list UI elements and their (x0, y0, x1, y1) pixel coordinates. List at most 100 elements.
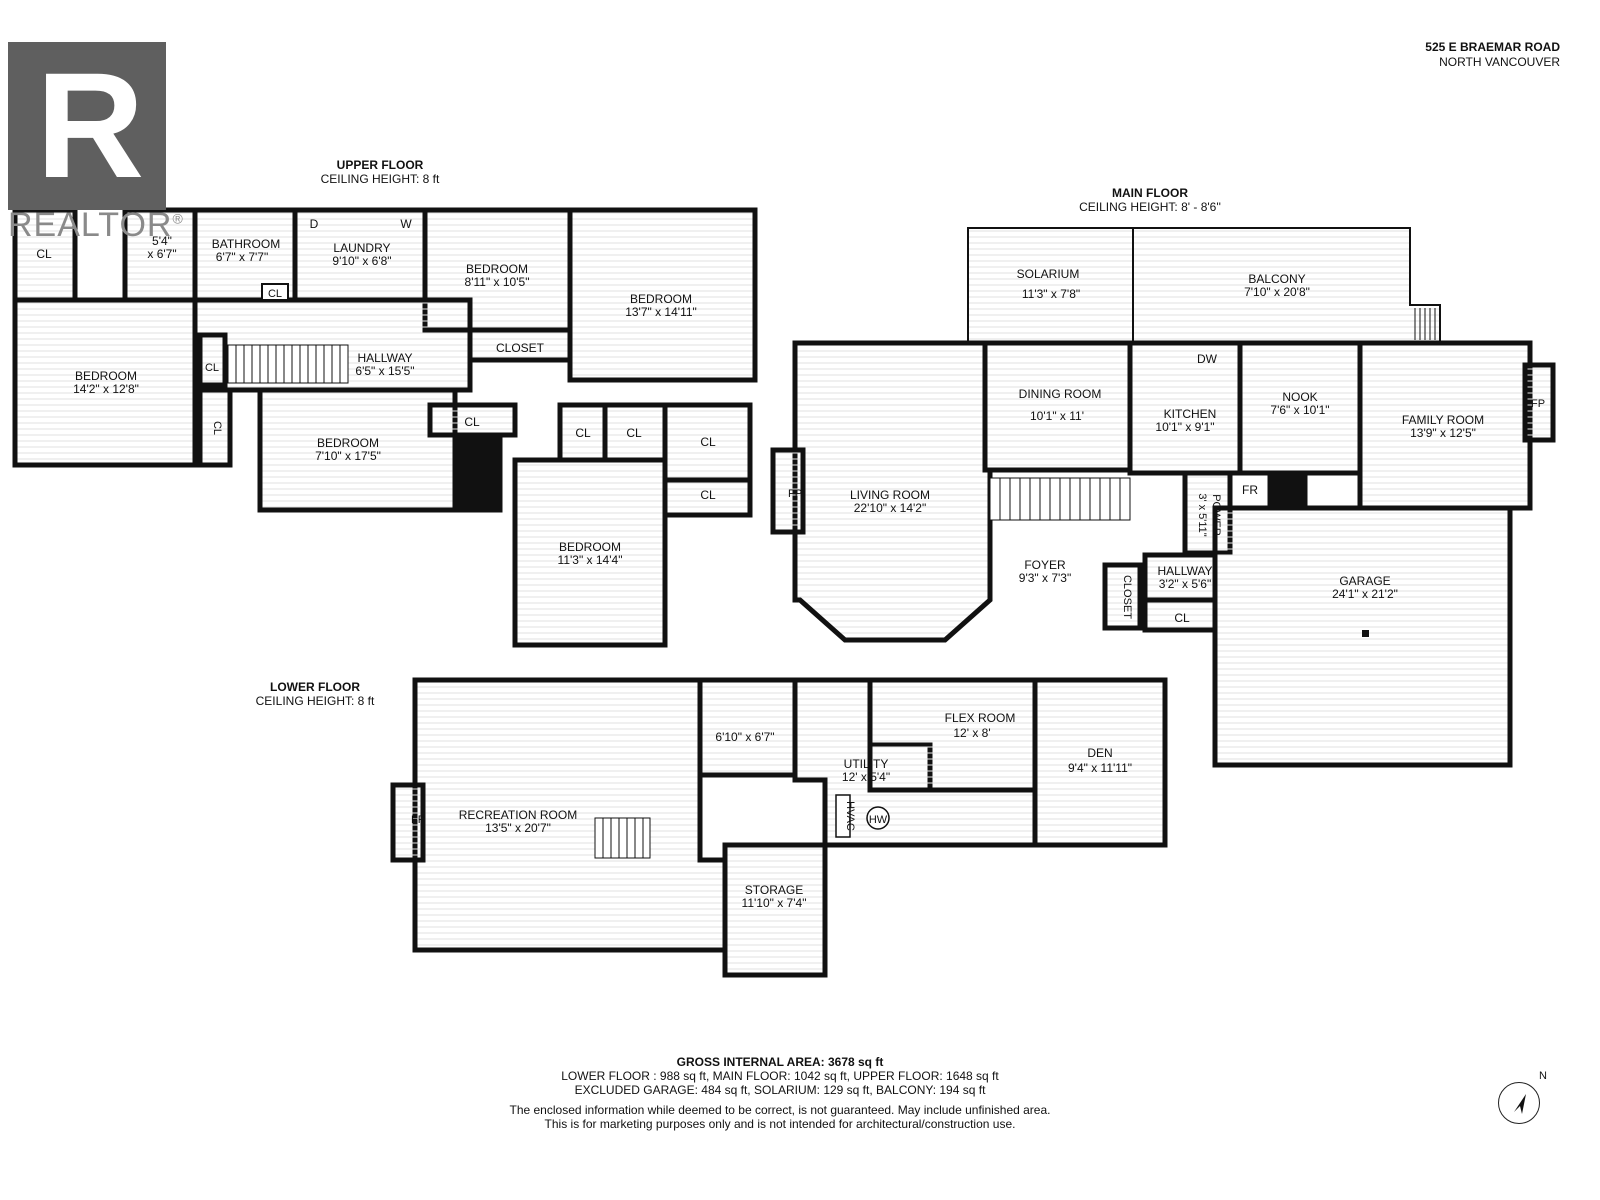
upper-cl-left-label: CL (205, 362, 219, 374)
main-nook-dim: 7'6" x 10'1" (1270, 403, 1329, 417)
main-living-dim: 22'10" x 14'2" (854, 501, 927, 515)
main-fp-right-label: FP (1531, 398, 1545, 410)
hvac-unit (835, 794, 851, 838)
upper-cl-mid-label: CL (464, 415, 480, 429)
main-dw-label: DW (1197, 352, 1218, 366)
main-fireplace-r (1522, 362, 1556, 443)
compass-arrow-icon (1514, 1094, 1526, 1114)
main-balcony-name: BALCONY (1248, 272, 1305, 286)
main-floor-title: MAIN FLOOR (1112, 186, 1188, 200)
lower-flex-name: FLEX ROOM (945, 711, 1016, 725)
upper-cl-left (197, 332, 228, 388)
upper-bedroom-2-name: BEDROOM (466, 262, 528, 276)
main-floor-ceiling: CEILING HEIGHT: 8' - 8'6'' (1079, 200, 1221, 214)
upper-floor-label: UPPER FLOOR CEILING HEIGHT: 8 ft (300, 158, 460, 186)
upper-bath-small-name: 5'4" (152, 234, 172, 248)
logo-text: REALTOR® (8, 206, 184, 245)
lower-stairs (594, 817, 651, 859)
upper-dryer-label: D (310, 217, 319, 231)
lower-storage (722, 842, 828, 978)
disclaimer: The enclosed information while deemed to… (410, 1103, 1150, 1131)
main-kitchen-dim: 10'1" x 9'1" (1155, 420, 1214, 434)
upper-bedroom-4-dim: 7'10" x 17'5" (315, 449, 381, 463)
upper-bedroom-2-dim: 8'11" x 10'5" (465, 275, 530, 289)
upper-bedroom-1 (12, 297, 198, 468)
disclaimer-line-2: This is for marketing purposes only and … (544, 1117, 1016, 1131)
main-solarium-name: SOLARIUM (1017, 267, 1080, 281)
upper-chimney (452, 432, 503, 513)
lower-den-dim: 9'4" x 11'11" (1068, 761, 1132, 775)
main-dining (982, 340, 1133, 473)
upper-cl-tiny-label: CL (268, 288, 282, 300)
disclaimer-line-1: The enclosed information while deemed to… (509, 1103, 1051, 1117)
upper-bedroom-3-name: BEDROOM (630, 292, 692, 306)
main-closet (1102, 562, 1143, 631)
hw-tank (866, 806, 890, 830)
area-summary: GROSS INTERNAL AREA: 3678 sq ft LOWER FL… (410, 1055, 1150, 1131)
lower-fireplace (390, 782, 426, 863)
upper-cl-c-label: CL (700, 435, 716, 449)
upper-hallway-name: HALLWAY (357, 351, 412, 365)
main-kitchen-name: KITCHEN (1164, 407, 1217, 421)
lower-storage-name: STORAGE (745, 883, 803, 897)
lower-fp-label: FP (411, 814, 425, 826)
upper-cl-b-label: CL (626, 426, 642, 440)
upper-bedroom-5-name: BEDROOM (559, 540, 621, 554)
logo-registered-mark: ® (172, 210, 184, 227)
upper-laundry-name: LAUNDRY (333, 241, 390, 255)
main-dining-dim: 10'1" x 11' (1030, 409, 1084, 423)
upper-bath-small-dim: x 6'7" (147, 247, 176, 261)
main-solarium (967, 227, 1134, 344)
main-hallway-dim: 3'2" x 5'6" (1159, 577, 1211, 591)
lower-bath (697, 677, 798, 778)
main-foyer-dim: 9'3" x 7'3" (1019, 571, 1071, 585)
logo-wordmark: REALTOR (8, 206, 173, 244)
upper-floor-ceiling: CEILING HEIGHT: 8 ft (320, 172, 440, 186)
logo-letter: R (36, 41, 145, 209)
balcony-steps (1414, 308, 1436, 340)
upper-bathroom-name: BATHROOM (212, 237, 280, 251)
main-garage-name: GARAGE (1339, 574, 1390, 588)
main-closet-label: CLOSET (1121, 575, 1133, 619)
excluded-area-breakdown: EXCLUDED GARAGE: 484 sq ft, SOLARIUM: 12… (574, 1083, 986, 1097)
property-address: 525 E BRAEMAR ROAD NORTH VANCOUVER (1425, 40, 1560, 70)
main-hallway (1142, 552, 1218, 603)
upper-stairs (227, 344, 349, 384)
upper-floor-plan (12, 207, 758, 648)
lower-den (1032, 677, 1168, 848)
main-family (1357, 340, 1533, 511)
main-family-dim: 13'9" x 12'5" (1410, 426, 1476, 440)
upper-bedroom-1-name: BEDROOM (75, 369, 137, 383)
lower-flex-dim: 12' x 8' (953, 726, 990, 740)
lower-floor-label: LOWER FLOOR CEILING HEIGHT: 8 ft (235, 680, 395, 708)
upper-cl-a-label: CL (575, 426, 591, 440)
upper-floor-title: UPPER FLOOR (336, 158, 424, 172)
lower-recreation-name: RECREATION ROOM (459, 808, 577, 822)
lower-storage-dim: 11'10" x 7'4" (742, 896, 807, 910)
main-fr-block (1267, 470, 1308, 511)
lower-floor-ceiling: CEILING HEIGHT: 8 ft (255, 694, 375, 708)
upper-closet-label: CLOSET (496, 341, 545, 355)
upper-cl-left2 (197, 387, 233, 468)
floor-area-breakdown: LOWER FLOOR : 988 sq ft, MAIN FLOOR: 104… (561, 1069, 999, 1083)
main-nook-name: NOOK (1282, 390, 1317, 404)
upper-washer-label: W (400, 217, 412, 231)
main-living-name: LIVING ROOM (850, 488, 930, 502)
upper-bedroom-5-dim: 11'3" x 14'4" (558, 553, 623, 567)
lower-utility-name: UTILITY (844, 757, 889, 771)
main-solarium-dim: 11'3" x 7'8" (1022, 287, 1080, 301)
upper-cl-left2-label: CL (211, 421, 223, 435)
gross-internal-area: GROSS INTERNAL AREA: 3678 sq ft (676, 1055, 884, 1069)
upper-closet (467, 327, 573, 363)
lower-utility-dim: 12' x 5'4" (842, 770, 890, 784)
logo-badge: R (8, 42, 166, 210)
upper-bedroom-1-dim: 14'2" x 12'8" (73, 382, 139, 396)
upper-bedroom-5 (512, 457, 668, 648)
lower-recreation-dim: 13'5" x 20'7" (485, 821, 551, 835)
main-balcony-dim: 7'10" x 20'8" (1244, 285, 1310, 299)
compass-north-label: N (1539, 1070, 1547, 1082)
lower-floor-plan (390, 677, 1168, 978)
main-dining-name: DINING ROOM (1019, 387, 1102, 401)
main-cl-label: CL (1174, 611, 1190, 625)
